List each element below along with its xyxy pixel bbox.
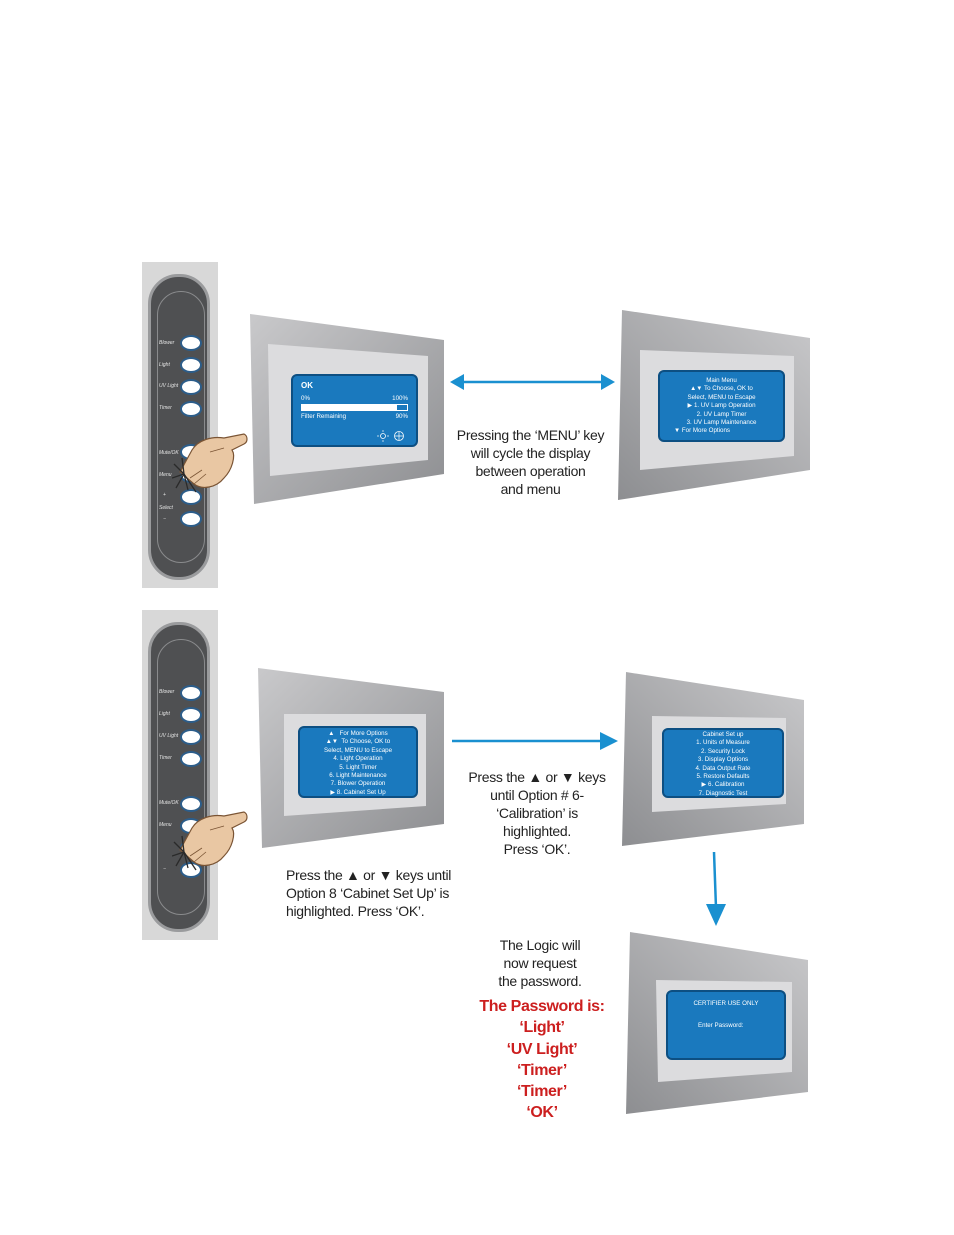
menu-line: 3. Display Options <box>697 756 749 764</box>
key-label: + <box>163 492 166 498</box>
filter-value: 90% <box>395 413 408 421</box>
blower-button[interactable] <box>180 335 202 351</box>
lcd-cabinet-setup: Cabinet Set up 1. Units of Measure 2. Se… <box>662 728 784 798</box>
caption-line: now request <box>503 955 577 971</box>
key-label: − <box>163 516 166 522</box>
filter-progress-bar <box>301 404 408 412</box>
password-prompt: Enter Password: <box>698 1022 744 1030</box>
password-step: ‘OK’ <box>526 1104 558 1122</box>
menu-line: 7. Blower Operation <box>330 780 386 788</box>
minus-button[interactable] <box>180 511 202 527</box>
key-label: Select <box>159 505 173 511</box>
timer-button[interactable] <box>180 401 202 417</box>
light-fan-icons <box>377 430 404 442</box>
menu-line: 2. Security Lock <box>700 747 746 755</box>
menu-line: ▲▼ To Choose, OK to <box>690 385 753 393</box>
caption-line: the password. <box>498 973 582 989</box>
password-step: ‘Timer’ <box>517 1061 567 1079</box>
key-label: Mute/OK <box>159 450 179 456</box>
uv-light-button[interactable] <box>180 729 202 745</box>
menu-line: ▼ For More Options <box>674 427 730 435</box>
light-button[interactable] <box>180 357 202 373</box>
password-step: ‘Timer’ <box>517 1083 567 1101</box>
menu-line: Main Menu <box>706 377 737 384</box>
password-block: The Password is: ‘Light’ ‘UV Light’ ‘Tim… <box>462 996 622 1124</box>
key-label: Timer <box>159 755 172 761</box>
menu-line: 4. Data Output Rate <box>695 764 751 772</box>
password-step: ‘Light’ <box>519 1019 565 1037</box>
pct-start: 0% <box>301 395 310 402</box>
key-label: Light <box>159 362 170 368</box>
password-heading: The Password is: <box>479 998 605 1015</box>
menu-line: 7. Diagnostic Test <box>698 789 748 797</box>
caption-line: highlighted. <box>502 823 571 839</box>
caption-option8: Press the ▲ or ▼ keys until Option 8 ‘Ca… <box>286 866 486 920</box>
lcd-password: CERTIFIER USE ONLY Enter Password: <box>666 990 786 1060</box>
menu-line: Select, MENU to Escape <box>687 393 756 401</box>
key-label: Light <box>159 711 170 717</box>
filter-label: Filter Remaining <box>301 413 347 421</box>
pressing-hand-icon <box>172 811 248 871</box>
password-step: ‘UV Light’ <box>506 1040 578 1058</box>
menu-line: ▶ 8. Cabinet Set Up <box>330 788 386 796</box>
caption-menu-cycle: Pressing the ‘MENU’ key will cycle the d… <box>448 426 613 498</box>
lcd-more-options: ▲ For More Options ▲▼ To Choose, OK to S… <box>298 726 418 798</box>
lcd-operation: OK 0% 100% Filter Remaining 90% <box>291 374 418 447</box>
menu-line: ▲ For More Options <box>328 730 388 737</box>
down-arrow-icon <box>706 852 726 926</box>
caption-line: highlighted. Press ‘OK’. <box>286 903 425 919</box>
caption-line: and menu <box>500 481 561 497</box>
menu-line: Cabinet Set up <box>702 731 744 738</box>
key-label: UV Light <box>159 733 179 739</box>
key-label: Mute/OK <box>159 800 179 806</box>
lcd-main-menu: Main Menu ▲▼ To Choose, OK to Select, ME… <box>658 370 785 442</box>
key-label: Menu <box>159 472 172 478</box>
caption-line: Press the ▲ or ▼ keys until <box>286 867 452 883</box>
caption-line: ‘Calibration’ is <box>496 805 578 821</box>
menu-line: 3. UV Lamp Maintenance <box>686 419 757 427</box>
caption-line: until Option # 6- <box>490 787 584 803</box>
caption-line: Pressing the ‘MENU’ key <box>456 427 605 443</box>
caption-line: will cycle the display <box>470 445 591 461</box>
key-label: Blower <box>159 689 175 695</box>
caption-line: The Logic will <box>499 937 581 953</box>
right-arrow-icon <box>452 732 618 750</box>
caption-option6: Press the ▲ or ▼ keys until Option # 6- … <box>452 768 622 858</box>
menu-line: 6. Light Maintenance <box>329 772 387 780</box>
mute-ok-button[interactable] <box>180 796 202 812</box>
keypad-strip-2 <box>148 622 210 932</box>
menu-line: ▲▼ To Choose, OK to <box>325 738 391 746</box>
key-label: Blower <box>159 340 175 346</box>
blower-button[interactable] <box>180 685 202 701</box>
menu-line: ▶ 6. Calibration <box>701 781 745 789</box>
key-label: Timer <box>159 405 172 411</box>
menu-line: 2. UV Lamp Timer <box>696 410 747 418</box>
plus-button[interactable] <box>180 489 202 505</box>
light-button[interactable] <box>180 707 202 723</box>
caption-logic: The Logic will now request the password. <box>470 936 610 990</box>
password-screen-title: CERTIFIER USE ONLY <box>693 1000 759 1007</box>
timer-button[interactable] <box>180 751 202 767</box>
menu-line: 5. Light Timer <box>339 763 377 771</box>
lcd-title: OK <box>301 381 313 390</box>
key-label: − <box>163 866 166 872</box>
menu-line: 5. Restore Defaults <box>696 773 750 781</box>
caption-line: between operation <box>475 463 586 479</box>
keypad-strip-1 <box>148 274 210 580</box>
key-label: UV Light <box>159 383 179 389</box>
key-label: Menu <box>159 822 172 828</box>
menu-line: Select, MENU to Escape <box>323 746 393 754</box>
double-arrow-icon <box>450 374 615 390</box>
uv-light-button[interactable] <box>180 379 202 395</box>
menu-line: 1. Units of Measure <box>696 739 750 747</box>
menu-line: ▶ 1. UV Lamp Operation <box>687 402 756 410</box>
menu-line: 4. Light Operation <box>333 755 383 763</box>
caption-line: Press the ▲ or ▼ keys <box>468 769 606 785</box>
pressing-hand-icon <box>172 433 248 493</box>
pct-end: 100% <box>392 395 408 402</box>
caption-line: Press ‘OK’. <box>503 841 571 857</box>
caption-line: Option 8 ‘Cabinet Set Up’ is <box>286 885 450 901</box>
